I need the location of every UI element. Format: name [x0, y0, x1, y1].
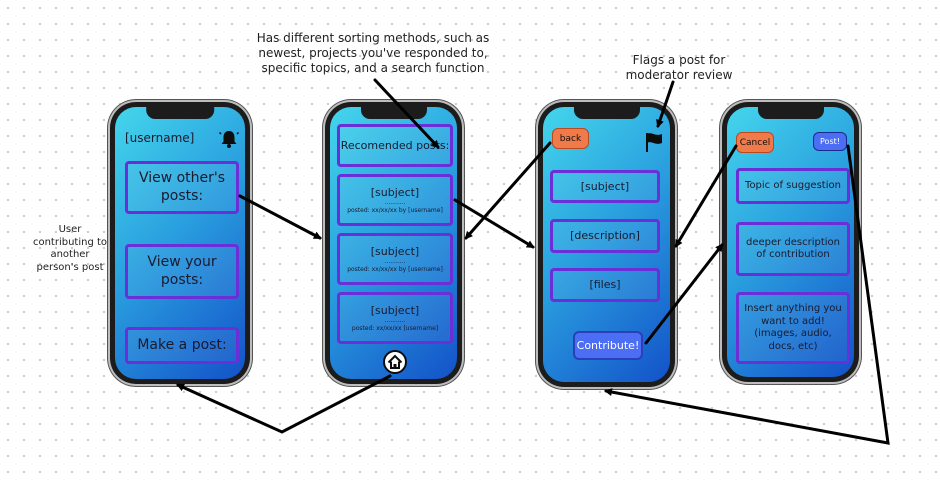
contribute-button[interactable]: Contribute!: [573, 331, 643, 360]
post-subject: [subject]: [370, 244, 420, 258]
files-label: [files]: [589, 278, 621, 292]
post-subject: [subject]: [370, 185, 420, 199]
post-card[interactable]: [subject] ........... posted: xx/xx/xx b…: [337, 233, 453, 285]
home-icon[interactable]: [383, 350, 407, 374]
phone-post-detail: back [subject] [description] [files] Con…: [538, 102, 675, 387]
notch: [146, 107, 214, 119]
description-label: [description]: [570, 229, 640, 243]
files-field[interactable]: [files]: [550, 268, 660, 302]
post-dots: ...........: [384, 258, 406, 266]
phone-posts-screen: Recomended posts: [subject] ........... …: [330, 107, 457, 379]
post-subject: [subject]: [370, 303, 420, 317]
phone-posts: Recomended posts: [subject] ........... …: [325, 102, 462, 384]
cancel-label: Cancel: [739, 137, 771, 148]
back-button[interactable]: back: [552, 128, 589, 149]
phone-contribute-screen: Cancel Post! Topic of suggestion deeper …: [727, 107, 854, 377]
view-others-button[interactable]: View other's posts:: [125, 161, 239, 214]
deeper-description-label: deeper description of contribution: [745, 236, 841, 261]
post-dots: ...........: [384, 199, 406, 207]
subject-field[interactable]: [subject]: [550, 170, 660, 203]
topic-label: Topic of suggestion: [745, 179, 841, 191]
view-yours-button[interactable]: View your posts:: [125, 244, 239, 299]
post-card[interactable]: [subject] ........... posted: xx/xx/xx […: [337, 292, 453, 344]
description-field[interactable]: [description]: [550, 219, 660, 253]
phone-home: [username] View other's posts: View your…: [110, 102, 250, 384]
flag-note: Flags a post for moderator review: [625, 53, 733, 82]
phone-home-screen: [username] View other's posts: View your…: [115, 107, 245, 379]
post-meta: posted: xx/xx/xx by [username]: [347, 206, 443, 214]
bell-icon[interactable]: [219, 129, 239, 149]
sorting-note: Has different sorting methods, such as n…: [256, 31, 490, 75]
post-meta: posted: xx/xx/xx by [username]: [347, 265, 443, 273]
cancel-button[interactable]: Cancel: [736, 132, 774, 153]
attachments-label: Insert anything you want to add! (images…: [744, 303, 842, 352]
phone-post-detail-screen: back [subject] [description] [files] Con…: [543, 107, 670, 382]
notch: [360, 107, 427, 119]
arrow-home-to-main: [176, 374, 392, 434]
arrow-post-to-detail: [453, 198, 535, 249]
make-post-button[interactable]: Make a post:: [125, 327, 239, 364]
recommended-header[interactable]: Recomended posts:: [337, 124, 453, 167]
recommended-label: Recomended posts:: [340, 138, 450, 152]
contribute-label: Contribute!: [576, 339, 640, 352]
notch: [757, 107, 824, 119]
deeper-description-field[interactable]: deeper description of contribution: [736, 222, 850, 276]
flag-icon[interactable]: [643, 131, 665, 153]
attachments-field[interactable]: Insert anything you want to add! (images…: [736, 292, 850, 364]
phone-contribute: Cancel Post! Topic of suggestion deeper …: [722, 102, 859, 382]
make-post-label: Make a post:: [137, 336, 227, 353]
post-card[interactable]: [subject] ........... posted: xx/xx/xx b…: [337, 174, 453, 226]
notch: [573, 107, 640, 119]
arrow-others-to-posts: [238, 194, 322, 240]
user-note: User contributing to another person's po…: [32, 224, 108, 273]
post-dots: ...........: [384, 317, 406, 325]
subject-label: [subject]: [580, 179, 630, 193]
view-others-label: View other's posts:: [138, 170, 226, 204]
post-label: Post!: [820, 137, 840, 146]
view-yours-label: View your posts:: [147, 254, 217, 288]
username-label: [username]: [125, 131, 195, 145]
post-button[interactable]: Post!: [813, 132, 847, 151]
post-meta: posted: xx/xx/xx [username]: [351, 324, 439, 332]
back-label: back: [559, 133, 582, 144]
topic-field[interactable]: Topic of suggestion: [736, 168, 850, 204]
